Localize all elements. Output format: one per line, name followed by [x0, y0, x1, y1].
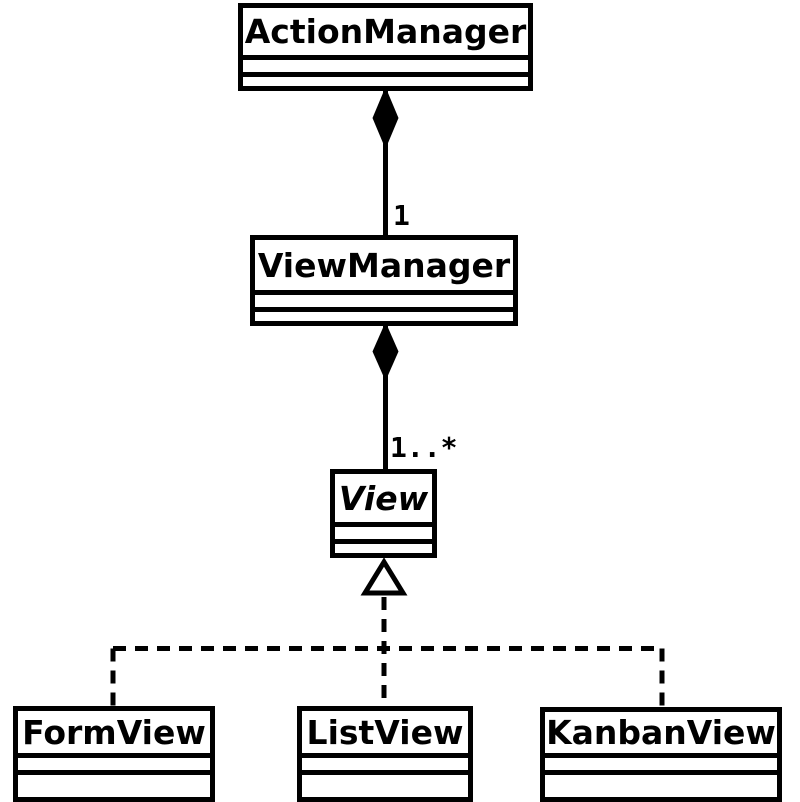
multiplicity-label-view: 1..*	[390, 431, 458, 464]
class-name-view: View	[338, 478, 429, 518]
methods-compartment	[545, 770, 777, 797]
class-box-kanbanview: KanbanView	[540, 707, 782, 802]
attributes-compartment	[302, 753, 468, 770]
class-box-actionmanager: ActionManager	[238, 3, 533, 91]
attributes-compartment	[18, 753, 210, 770]
multiplicity-label-viewmanager: 1	[393, 199, 410, 232]
methods-compartment	[18, 770, 210, 797]
class-name-listview: ListView	[306, 712, 464, 752]
class-box-listview: ListView	[297, 706, 473, 802]
class-box-view: View	[330, 469, 437, 558]
class-box-formview: FormView	[13, 706, 215, 802]
methods-compartment	[255, 307, 513, 321]
inheritance-triangle-view	[360, 557, 408, 596]
attributes-compartment	[335, 522, 432, 539]
composition-diamond-viewmanager	[372, 322, 399, 381]
class-name-viewmanager: ViewManager	[257, 245, 511, 285]
attributes-compartment	[243, 55, 528, 72]
class-name-actionmanager: ActionManager	[244, 12, 527, 51]
composition-diamond-actionmanager	[372, 87, 399, 149]
class-name-kanbanview: KanbanView	[546, 713, 776, 752]
attributes-compartment	[545, 753, 777, 770]
methods-compartment	[302, 770, 468, 797]
class-name-formview: FormView	[22, 712, 206, 752]
methods-compartment	[243, 72, 528, 86]
attributes-compartment	[255, 290, 513, 307]
methods-compartment	[335, 539, 432, 553]
class-box-viewmanager: ViewManager	[250, 235, 518, 326]
